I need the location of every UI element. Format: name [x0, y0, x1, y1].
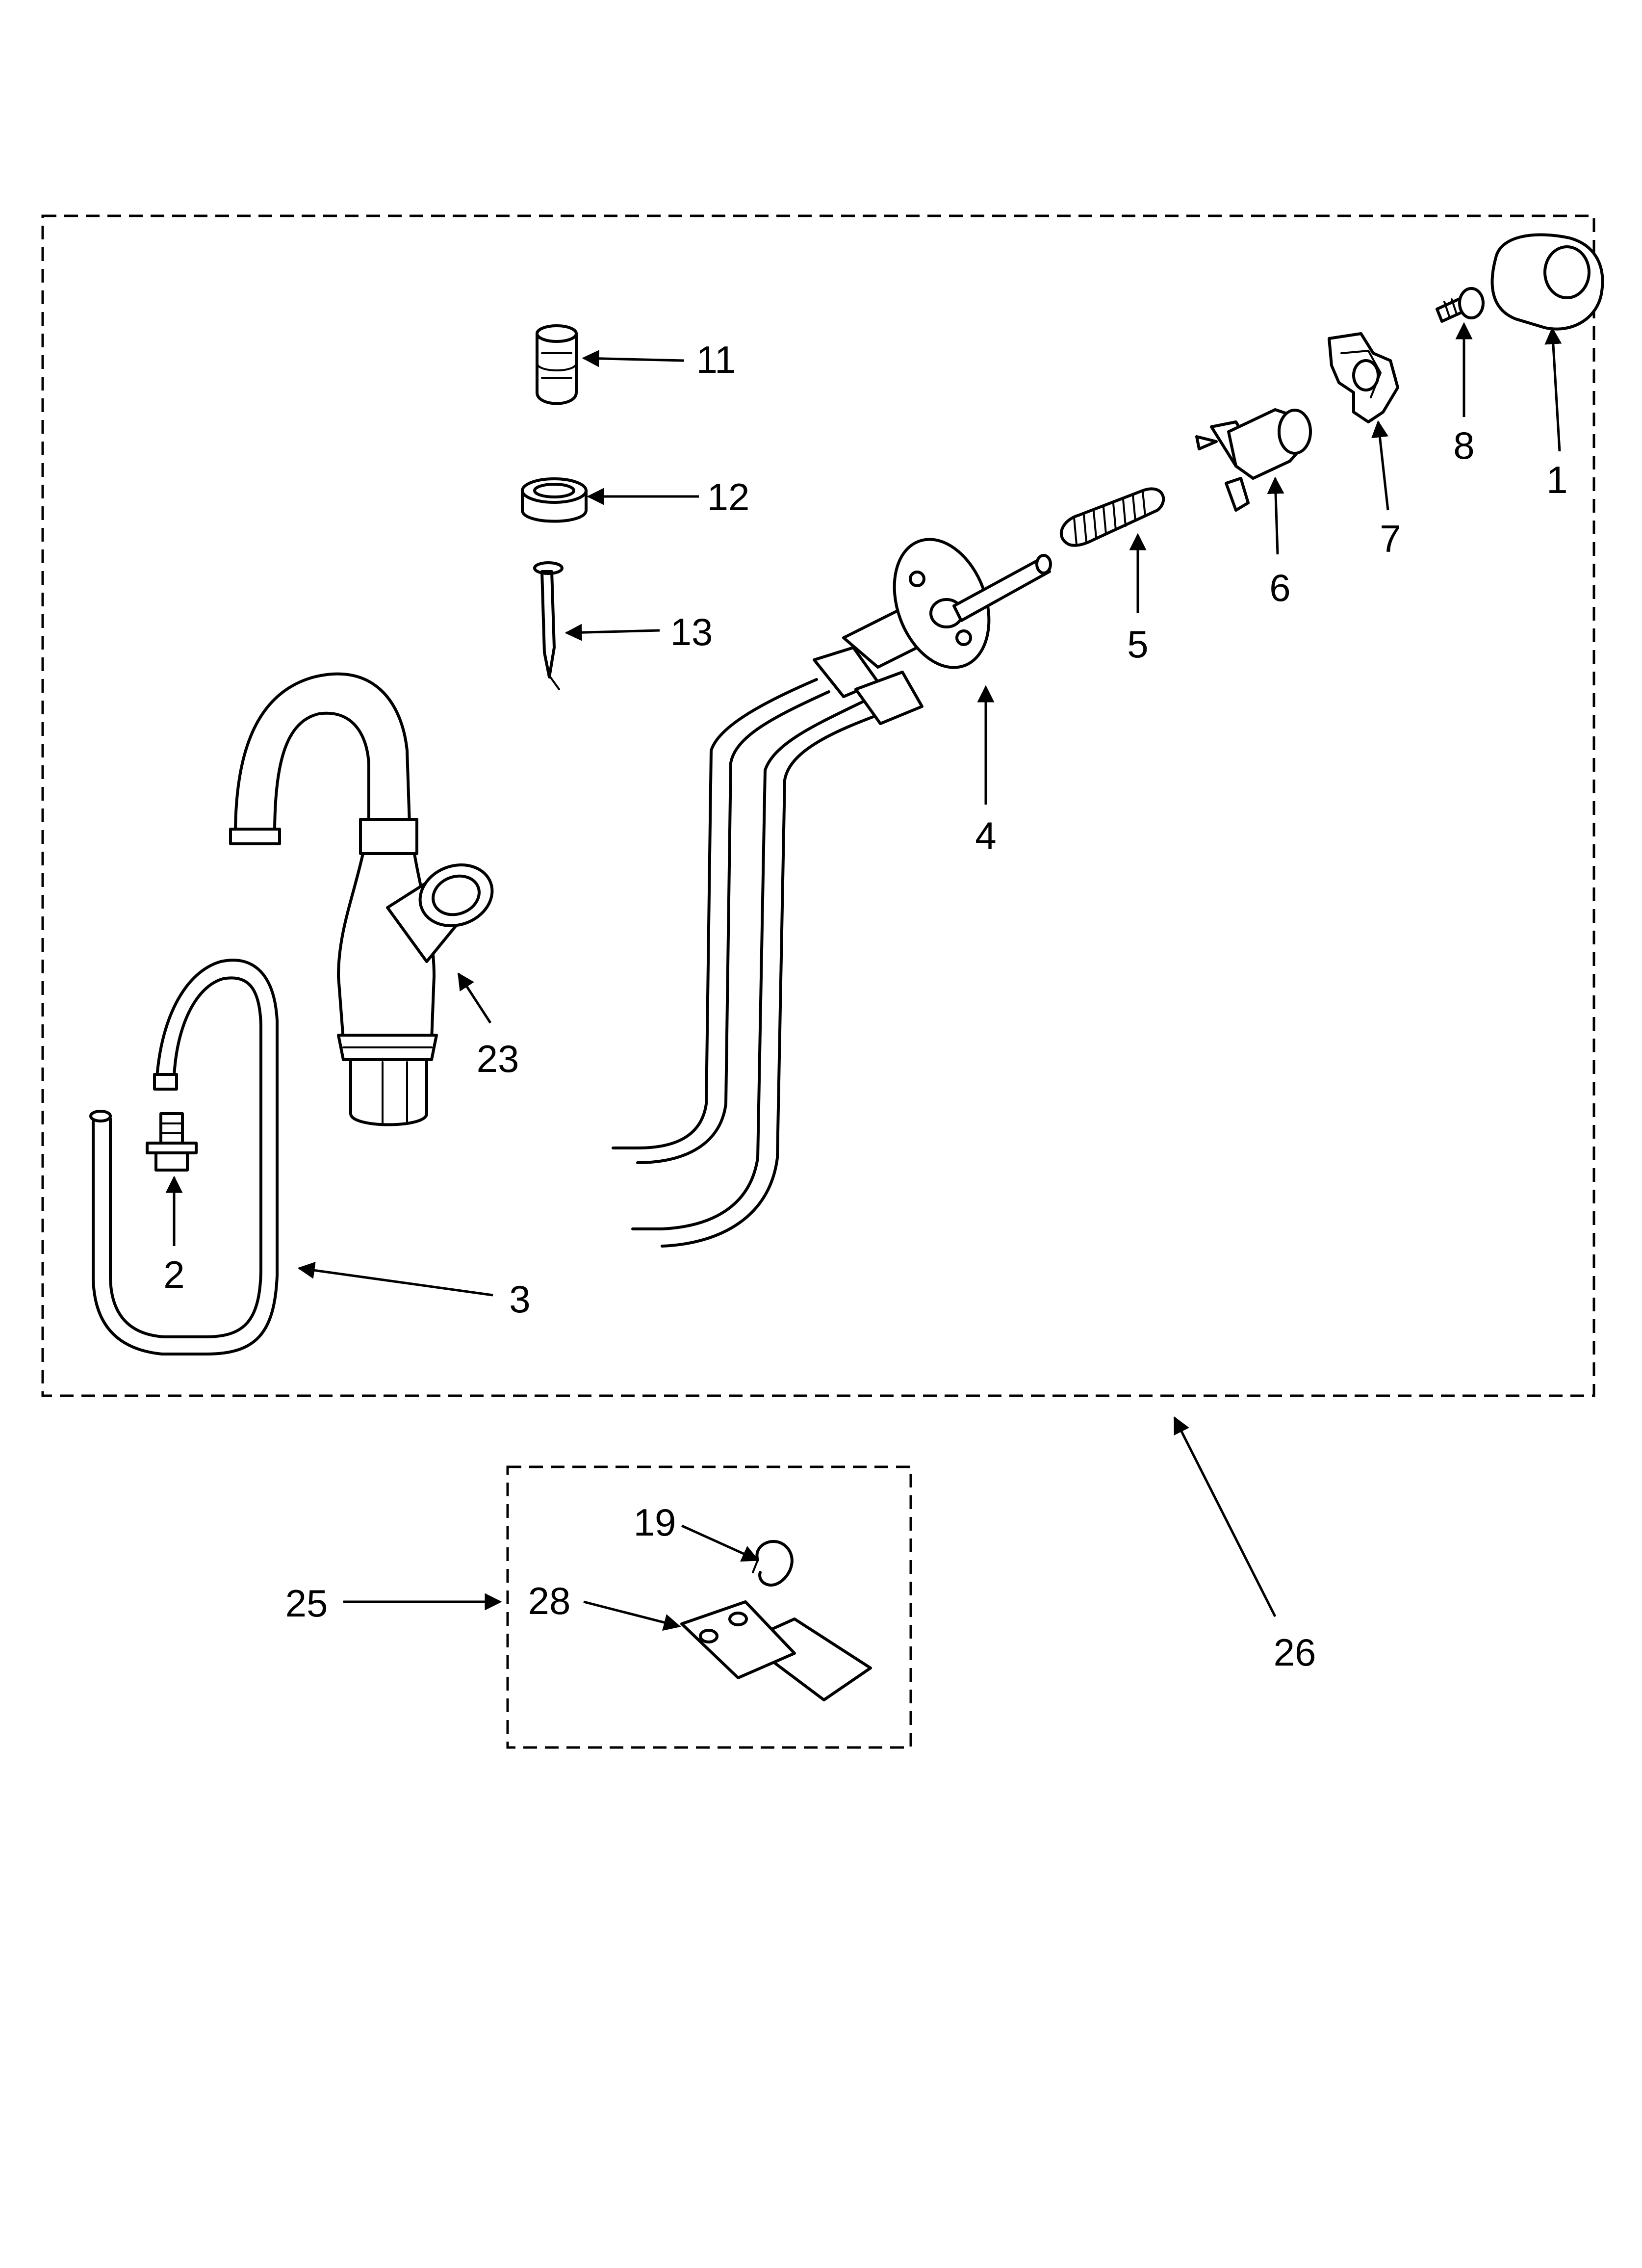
part-3-hose [89, 959, 279, 1356]
part-4-valve-tubing [612, 538, 1052, 1248]
callout-8: 8 [1453, 424, 1474, 467]
part-19-clip [752, 1539, 794, 1587]
part-1-knob [1490, 233, 1604, 331]
part-8-screw [1436, 287, 1485, 323]
callout-23: 23 [477, 1037, 519, 1080]
callout-11: 11 [696, 338, 736, 381]
callout-19: 19 [634, 1501, 676, 1544]
sub-kit-boundary [506, 1465, 912, 1749]
part-28-labels [680, 1600, 872, 1701]
callout-6: 6 [1269, 566, 1290, 609]
part-23-faucet [229, 672, 494, 1126]
part-7-bracket [1328, 332, 1399, 423]
callout-7: 7 [1380, 517, 1401, 560]
callout-1: 1 [1546, 458, 1567, 501]
callout-2: 2 [163, 1253, 184, 1296]
part-12-nut [521, 477, 588, 523]
callout-25: 25 [285, 1582, 328, 1625]
callout-13: 13 [670, 610, 713, 653]
callout-4: 4 [975, 814, 996, 857]
callout-12: 12 [707, 475, 750, 519]
callout-28: 28 [528, 1579, 571, 1622]
main-assembly-boundary [41, 214, 1595, 1397]
part-11-connector [536, 324, 578, 405]
part-5-spring [1059, 487, 1165, 547]
callout-3: 3 [509, 1277, 530, 1321]
part-2-fitting [146, 1112, 198, 1172]
callout-26: 26 [1274, 1631, 1316, 1674]
part-6-cartridge [1195, 408, 1312, 512]
callout-5: 5 [1127, 623, 1148, 666]
leaders [165, 322, 1562, 1631]
part-13-pin [533, 561, 564, 690]
